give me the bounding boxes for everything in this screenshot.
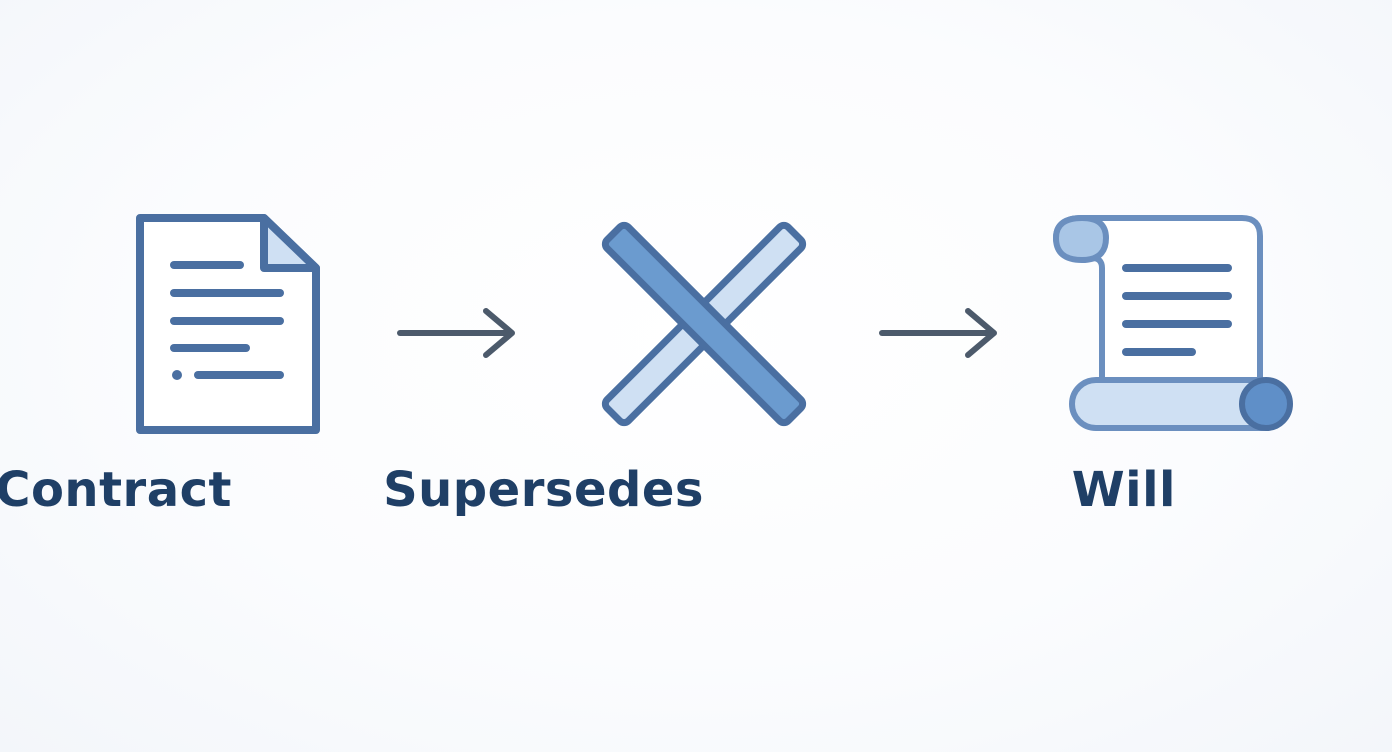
node-label: Will [1071,462,1176,518]
scroll-icon [1052,214,1293,431]
node-label: Contract [0,462,232,518]
node-label: Supersedes [383,462,704,518]
arrow-right-icon [397,308,515,358]
document-icon [136,214,320,434]
arrow-right-icon [879,308,997,358]
cross-icon [601,221,807,427]
